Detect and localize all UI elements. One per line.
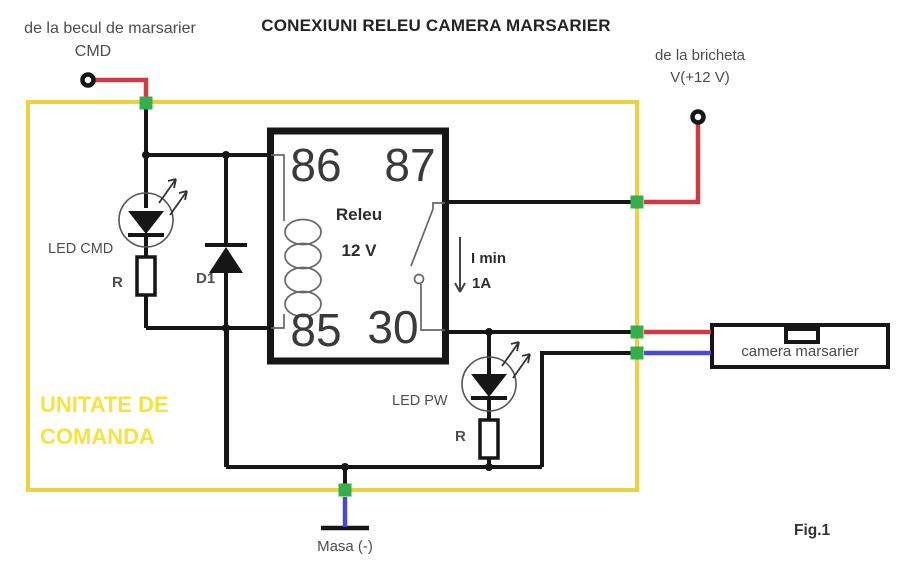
label-command-unit-line1: UNITATE DE <box>40 392 169 417</box>
camera-box <box>710 323 890 369</box>
relay-pin-87: 87 <box>384 139 436 191</box>
resistor-pw-symbol <box>478 418 500 460</box>
label-current-amps: 1A <box>472 275 492 292</box>
wire-bricheta-red <box>644 124 701 205</box>
label-cmd-source: de la becul de marsarier <box>24 20 196 37</box>
label-cmd: CMD <box>74 43 112 60</box>
label-led-cmd: LED CMD <box>48 241 114 257</box>
relay-pin-30: 30 <box>367 301 419 353</box>
led-cmd-triangle <box>128 211 164 234</box>
blue-wires <box>342 350 711 527</box>
led-emission-arrows <box>158 178 531 379</box>
relay-voltage: 12 V <box>341 241 377 260</box>
connector-squares <box>139 96 644 497</box>
connector-square <box>338 483 352 497</box>
label-diode-d1: D1 <box>196 270 216 287</box>
current-arrow-icon <box>454 237 466 293</box>
terminal-cmd-icon <box>80 72 96 88</box>
camera-lens-icon <box>784 327 820 344</box>
junction-dot <box>341 463 349 471</box>
diode-triangles <box>128 211 507 397</box>
led-pw-arrow-1 <box>501 341 520 367</box>
label-bricheta-voltage: V(+12 V) <box>670 69 730 86</box>
relay-coil <box>271 154 322 329</box>
junction-dot <box>485 463 493 471</box>
figure-caption: Fig.1 <box>794 522 831 539</box>
relay-box <box>267 127 449 365</box>
label-bricheta-source: de la bricheta <box>654 47 746 64</box>
label-command-unit-line2: COMANDA <box>40 424 155 449</box>
terminal-bricheta-icon <box>690 109 706 125</box>
relay-switch <box>410 202 445 331</box>
led-cmd-arrow-2 <box>169 190 188 216</box>
junction-dot <box>142 151 150 159</box>
command-unit-box <box>26 100 639 492</box>
red-wires <box>95 77 711 335</box>
junction-dot <box>222 151 230 159</box>
connector-square <box>630 346 644 360</box>
relay-pin-86: 86 <box>290 139 342 191</box>
led-cmd-circle <box>118 192 174 248</box>
relay-pin-85: 85 <box>290 304 342 356</box>
resistor-cmd-symbol <box>135 255 157 297</box>
junction-dot <box>222 324 230 332</box>
diode-d1-triangle <box>209 247 243 273</box>
connector-square <box>139 96 153 110</box>
label-led-pw: LED PW <box>392 393 448 409</box>
label-ground: Masa (-) <box>317 538 373 555</box>
wire-camera-ground <box>540 351 631 467</box>
led-pw-triangle <box>471 374 507 397</box>
switch-contact-icon <box>413 273 425 285</box>
junction-dots <box>142 151 493 471</box>
label-camera: camera marsarier <box>741 343 859 360</box>
junction-dot <box>485 328 493 336</box>
led-pw-circle <box>461 356 517 412</box>
connector-square <box>630 325 644 339</box>
relay-name: Releu <box>335 205 383 224</box>
connector-square <box>630 195 644 209</box>
label-resistor-cmd: R <box>112 274 123 291</box>
page-title: CONEXIUNI RELEU CAMERA MARSARIER <box>261 16 611 35</box>
led-cmd-arrow-1 <box>158 178 177 204</box>
wire-cmd-red <box>95 77 149 100</box>
led-pw-arrow-2 <box>512 353 531 379</box>
label-resistor-pw: R <box>455 428 466 445</box>
label-current-min: I min <box>471 250 507 267</box>
